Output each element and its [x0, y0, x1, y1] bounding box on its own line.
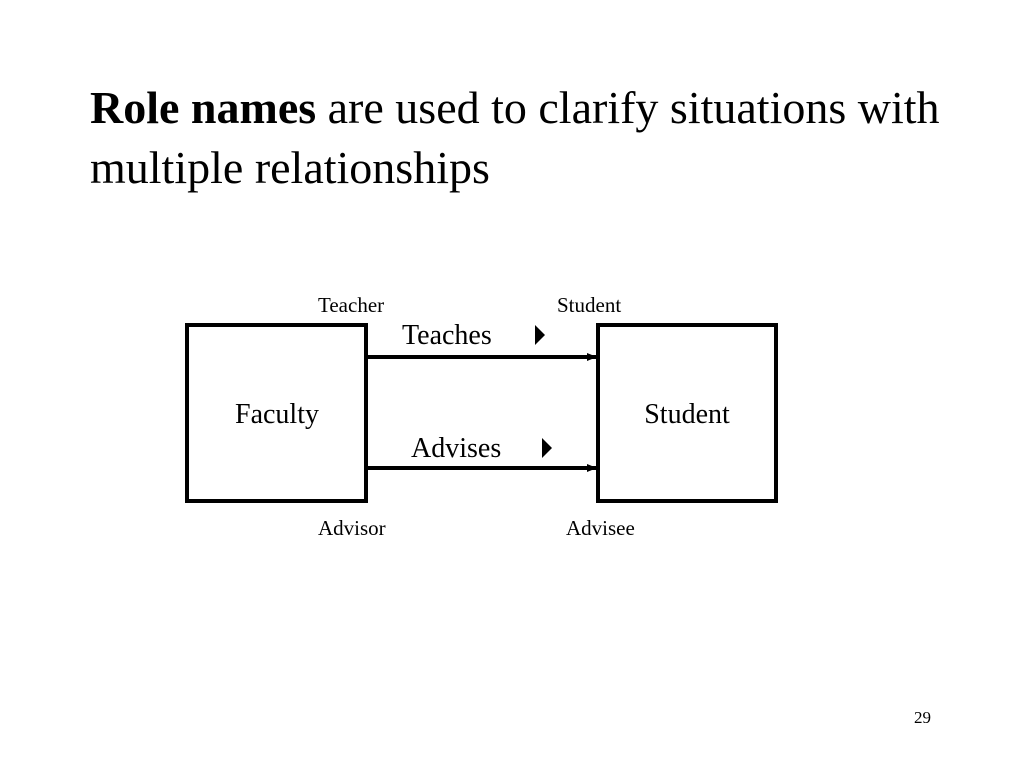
- student-entity-box: [596, 323, 778, 503]
- slide-title: Role names are used to clarify situation…: [90, 78, 970, 198]
- role-teacher-label: Teacher: [318, 293, 384, 317]
- student-entity-label: Student: [644, 399, 730, 430]
- advises-relationship-label: Advises: [411, 433, 501, 464]
- faculty-entity-label: Faculty: [235, 399, 319, 430]
- teaches-direction-icon: [535, 325, 545, 345]
- role-advisee-label: Advisee: [566, 516, 635, 540]
- title-bold: Role names: [90, 82, 317, 133]
- role-advisor-label: Advisor: [318, 516, 386, 540]
- faculty-entity-box: [185, 323, 368, 503]
- teaches-relationship-label: Teaches: [402, 320, 492, 351]
- page-number: 29: [914, 708, 931, 727]
- title-rest: are used to clarify situations with mult…: [90, 82, 940, 193]
- advises-direction-icon: [542, 438, 552, 458]
- role-student-label: Student: [557, 293, 621, 317]
